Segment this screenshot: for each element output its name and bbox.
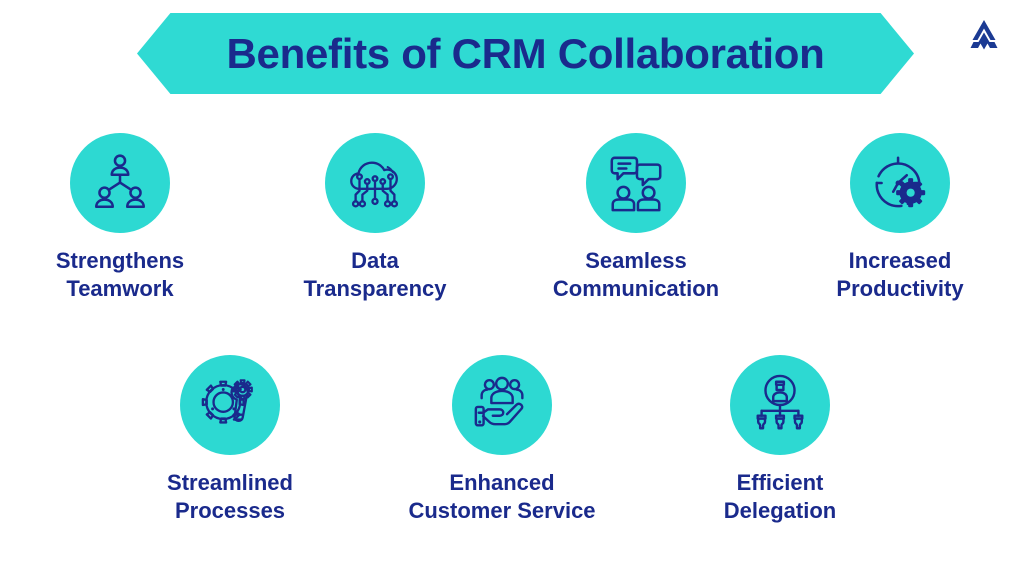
benefit-item-seamless-communication[interactable]: Seamless Communication	[516, 133, 756, 303]
mountain-m-logo	[970, 20, 998, 50]
benefit-label: Efficient Delegation	[723, 470, 837, 524]
people-chat-bubbles-icon	[610, 156, 662, 212]
icon-circle	[70, 133, 170, 233]
benefit-label: Streamlined Processes	[167, 470, 293, 524]
banner-hexagon-shape	[137, 13, 914, 94]
benefit-item-enhanced-customer-service[interactable]: Enhanced Customer Service	[382, 355, 622, 525]
icon-circle	[730, 355, 830, 455]
cloud-circuit-icon	[350, 161, 399, 208]
hand-holding-people-icon	[474, 376, 524, 427]
icon-circle	[850, 133, 950, 233]
page-title: Benefits of CRM Collaboration	[226, 29, 825, 77]
benefit-item-increased-productivity[interactable]: Increased Productivity	[800, 133, 1000, 303]
org-hierarchy-icon	[756, 374, 804, 430]
icon-circle	[325, 133, 425, 233]
benefit-label: Enhanced Customer Service	[408, 470, 596, 524]
benefit-label: Seamless Communication	[552, 248, 720, 302]
title-banner: Benefits of CRM Collaboration	[137, 13, 914, 94]
icon-circle	[586, 133, 686, 233]
benefit-item-streamlined-processes[interactable]: Streamlined Processes	[130, 355, 330, 525]
benefit-label: Increased Productivity	[836, 248, 964, 302]
benefit-item-data-transparency[interactable]: Data Transparency	[275, 133, 475, 303]
benefit-label: Data Transparency	[303, 248, 447, 302]
team-network-icon	[95, 154, 145, 208]
clock-gear-icon	[875, 156, 926, 208]
icon-circle	[180, 355, 280, 455]
benefit-label: Strengthens Teamwork	[55, 248, 185, 302]
icon-circle	[452, 355, 552, 455]
gears-wrench-icon	[201, 379, 253, 424]
benefit-item-strengthens-teamwork[interactable]: Strengthens Teamwork	[20, 133, 220, 303]
brand-logo	[964, 18, 1004, 54]
benefit-item-efficient-delegation[interactable]: Efficient Delegation	[680, 355, 880, 525]
